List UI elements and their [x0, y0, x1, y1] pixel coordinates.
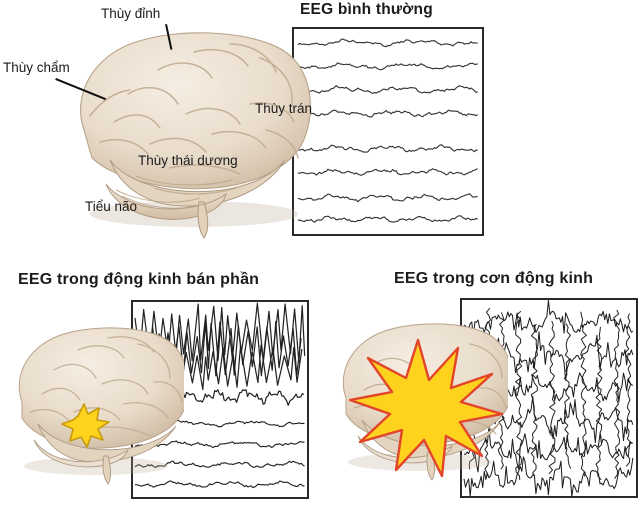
normal-eeg-traces: [297, 38, 478, 223]
brain-partial-seizure: [4, 320, 184, 485]
label-cerebellum: Tiểu não: [85, 199, 138, 214]
brain-illustration: [80, 32, 311, 239]
label-parietal-lobe: Thùy đỉnh: [101, 6, 161, 21]
label-temporal-lobe: Thùy thái dương: [138, 153, 238, 168]
brain-generalized-seizure: [330, 318, 508, 481]
seizure-focus-star-large: [348, 338, 504, 478]
label-frontal-lobe: Thùy trán: [255, 101, 313, 116]
brain-illustration-partial: [18, 327, 184, 485]
brain-lateral-view: [54, 18, 322, 240]
normal-eeg-title: EEG bình thường: [300, 1, 433, 18]
generalized-seizure-title: EEG trong cơn động kinh: [394, 270, 594, 287]
label-occipital-lobe: Thùy chẩm: [3, 60, 70, 75]
normal-eeg-chart: [292, 27, 484, 236]
brain-illustration-generalized: [342, 323, 508, 481]
partial-seizure-title: EEG trong động kinh bán phần: [18, 271, 260, 288]
seizure-focus-star-small: [61, 403, 110, 448]
